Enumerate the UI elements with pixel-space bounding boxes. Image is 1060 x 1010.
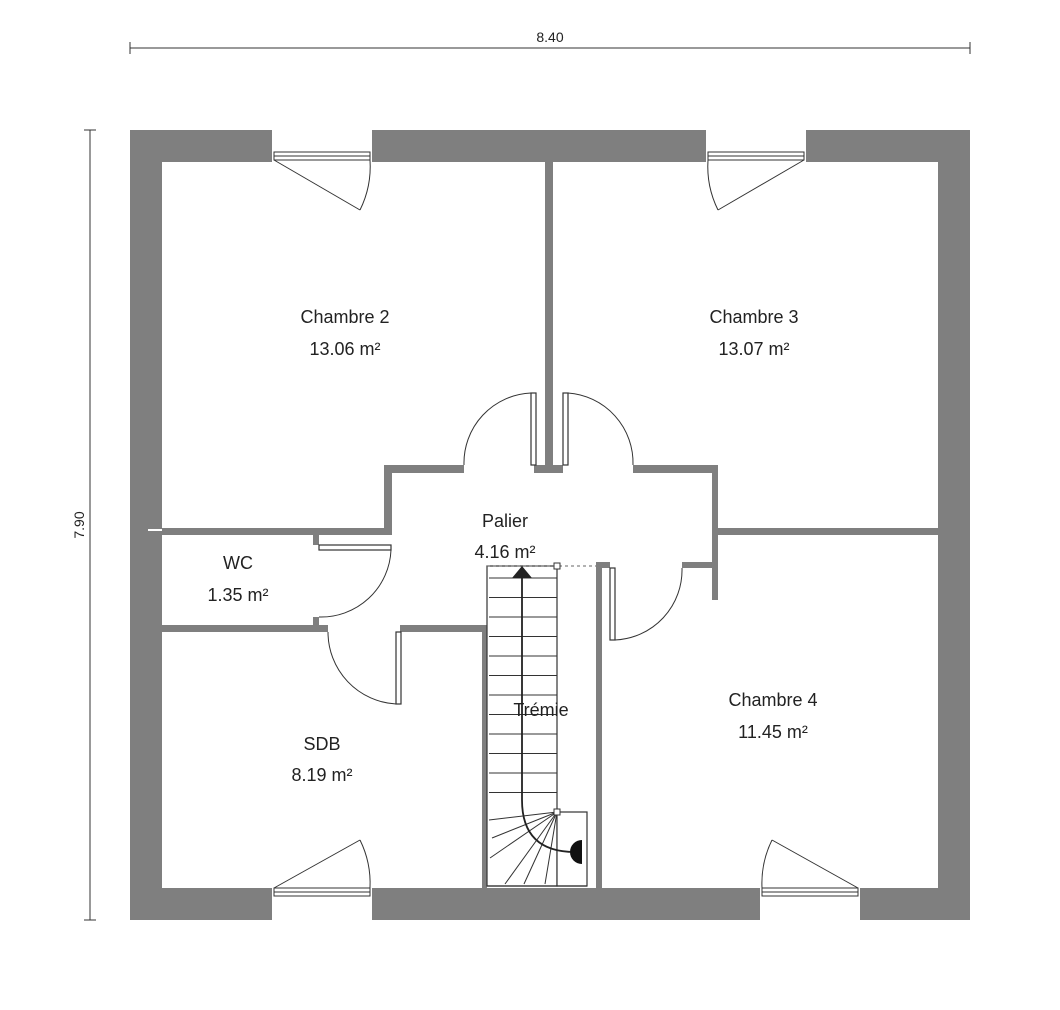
wall-left (130, 130, 162, 920)
door-chambre3 (562, 392, 634, 466)
room-area-sdb: 8.19 m² (291, 765, 352, 785)
room-area-palier: 4.16 m² (474, 542, 535, 562)
room-name-chambre2: Chambre 2 (300, 307, 389, 327)
room-name-palier: Palier (482, 511, 528, 531)
room-area-wc: 1.35 m² (207, 585, 268, 605)
door-wc (318, 544, 392, 618)
room-labels: Chambre 2 13.06 m² Chambre 3 13.07 m² Pa… (207, 307, 817, 785)
dimension-height-label: 7.90 (71, 511, 87, 538)
dimension-width-label: 8.40 (536, 29, 563, 45)
dimension-width: 8.40 (129, 29, 971, 54)
room-name-wc: WC (223, 553, 253, 573)
windows (273, 151, 859, 897)
room-area-chambre4: 11.45 m² (738, 722, 808, 742)
room-name-sdb: SDB (303, 734, 340, 754)
door-chambre4 (609, 567, 683, 641)
room-area-chambre3: 13.07 m² (718, 339, 789, 359)
dimension-height: 7.90 (71, 129, 96, 921)
window-chambre3 (707, 151, 805, 211)
wall-top (130, 130, 970, 162)
window-chambre4 (761, 839, 859, 897)
room-name-chambre3: Chambre 3 (709, 307, 798, 327)
doors (318, 392, 683, 705)
room-name-tremie: Trémie (513, 700, 568, 720)
staircase (486, 562, 596, 887)
window-chambre2 (273, 151, 371, 211)
room-area-chambre2: 13.06 m² (309, 339, 380, 359)
wall-right (938, 130, 970, 920)
interior-walls (162, 162, 938, 888)
window-sdb (273, 839, 371, 897)
room-name-chambre4: Chambre 4 (728, 690, 817, 710)
door-chambre2 (463, 392, 537, 466)
door-sdb (327, 631, 402, 705)
